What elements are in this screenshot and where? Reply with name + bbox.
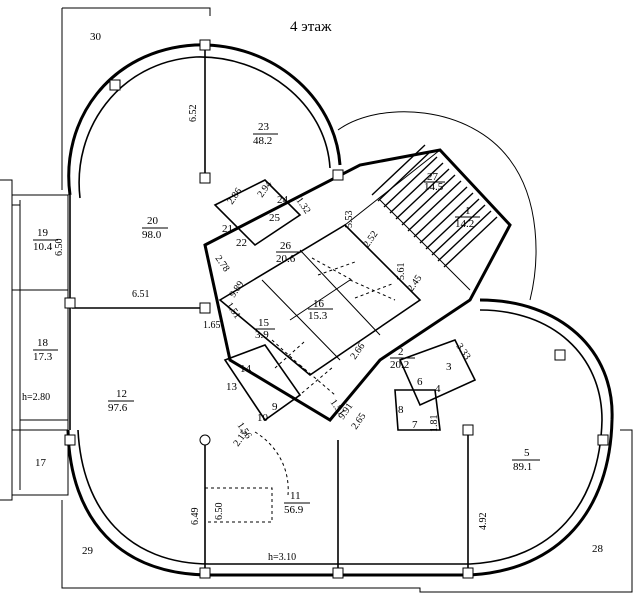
dim-9-89: 9.89 (227, 279, 246, 300)
dim-5-61: 5.61 (396, 263, 407, 281)
room-7-8-block (394, 389, 441, 431)
room-19-area: 10.4 (33, 241, 53, 253)
room-24-num: 24 (277, 194, 289, 206)
height-3-10: h=3.10 (268, 552, 296, 563)
core-outline (203, 148, 512, 422)
room-3-num: 3 (446, 361, 452, 373)
room-13-14-block (223, 344, 302, 422)
room-2-num: 2 (398, 346, 404, 358)
room-4-num: 4 (435, 383, 441, 395)
dim-6-49: 6.49 (190, 508, 201, 526)
room-2-area: 20.2 (390, 359, 409, 371)
room-20-area: 98.0 (142, 229, 162, 241)
room-6-num: 6 (417, 376, 423, 388)
room-15-area: 3.9 (255, 329, 269, 341)
room-20-num: 20 (147, 215, 159, 227)
room-26-num: 26 (280, 240, 292, 252)
balcony-strip (11, 194, 69, 496)
room-28-num: 28 (592, 543, 604, 555)
room-12-num: 12 (116, 388, 127, 400)
shaft-2 (349, 279, 396, 301)
dim-1-81: 1.81 (429, 415, 440, 433)
room-1-num: 1 (465, 205, 471, 217)
terrace-arc (337, 111, 537, 301)
door-swing (254, 431, 289, 496)
room-16-num: 16 (313, 298, 325, 310)
dimension-labels: 6.52 2.86 2.94 1.32 2.78 6.50 6.51 1.65 … (22, 105, 489, 564)
room-13-num: 13 (226, 381, 238, 393)
dim-2-52: 2.52 (361, 229, 380, 250)
room-29-num: 29 (82, 545, 94, 557)
dim-6-51: 6.51 (132, 289, 150, 300)
room-23-num: 23 (258, 121, 270, 133)
room-5-inner-wall (479, 309, 603, 421)
room-7-num: 7 (412, 419, 418, 431)
core-inner (218, 223, 422, 377)
balcony-inner (12, 200, 68, 490)
room-5-outer-wall (479, 298, 614, 421)
room-14-num: 14 (240, 363, 252, 375)
dim-4-92: 4.92 (478, 513, 489, 531)
height-2-80: h=2.80 (22, 392, 50, 403)
room-25-num: 25 (269, 212, 281, 224)
room-12-inner-wall (77, 419, 603, 565)
room-9-num: 9 (272, 401, 278, 413)
dim-2-45: 2.45 (405, 273, 424, 294)
dim-6-50: 6.50 (54, 239, 65, 257)
room-21-22-block (213, 179, 302, 247)
room-10-num: 10 (257, 412, 269, 424)
room-5-area: 89.1 (513, 461, 532, 473)
room-23-area: 48.2 (253, 135, 272, 147)
dim-2-86: 2.86 (225, 186, 244, 207)
staircase (371, 144, 498, 268)
dim-5-53: 5.53 (344, 211, 355, 229)
room-15-num: 15 (258, 317, 270, 329)
room-18-area: 17.3 (33, 351, 53, 363)
dim-6-50b: 6.50 (214, 503, 225, 521)
dim-6-52: 6.52 (188, 105, 199, 123)
floor-title: 4 этаж (290, 19, 332, 35)
outer-terrace-outline (0, 7, 633, 593)
room-8-num: 8 (398, 404, 404, 416)
room-22-num: 22 (236, 237, 247, 249)
label-underlines (33, 133, 540, 504)
room-11-dashed-area (205, 487, 273, 523)
room-20-inner-wall (78, 56, 331, 199)
room-12-area: 97.6 (108, 402, 128, 414)
dim-2-94: 2.94 (255, 179, 274, 200)
room-20-outer-wall (67, 43, 342, 196)
dim-2-66: 2.66 (348, 341, 367, 362)
room-11-num: 11 (290, 490, 301, 502)
room-18-num: 18 (37, 337, 49, 349)
room-27-area: 14.5 (424, 181, 444, 193)
shaft-1 (311, 257, 356, 281)
room-16-area: 15.3 (308, 310, 328, 322)
room-labels: 1 14.2 2 20.2 3 4 5 89.1 6 7 8 9 10 11 5… (33, 31, 604, 557)
room-5-num: 5 (524, 447, 530, 459)
room-30-num: 30 (90, 31, 102, 43)
room-26-area: 20.6 (276, 253, 296, 265)
columns (64, 39, 609, 579)
shaft-4 (299, 364, 336, 396)
room-19-num: 19 (37, 227, 49, 239)
shaft-3 (271, 339, 306, 371)
room-21-num: 21 (222, 223, 233, 235)
dim-2-65: 2.65 (349, 411, 368, 432)
room-11-area: 56.9 (284, 504, 304, 516)
room-17-num: 17 (35, 457, 47, 469)
dim-1-65: 1.65 (203, 320, 221, 331)
dim-2-78: 2.78 (213, 253, 232, 274)
room-27-num: 27 (427, 171, 439, 183)
dim-1-51a: 1.51 (224, 300, 243, 321)
room-1-area: 14.2 (455, 218, 474, 230)
